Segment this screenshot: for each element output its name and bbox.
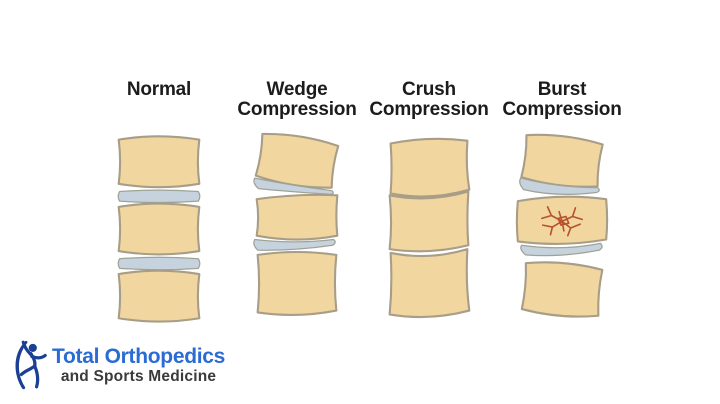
crushed-vertebra: [388, 190, 470, 253]
crushed-vertebra: [388, 248, 471, 319]
crush-compression-spine-illustration: [388, 137, 471, 319]
logo-arc: [15, 340, 28, 390]
column-wedge-compression: Wedge Compression: [222, 80, 372, 324]
column-crush-compression: Crush Compression: [354, 80, 504, 324]
vertebra: [520, 133, 604, 188]
fracture-cracks: [541, 206, 583, 237]
logo-title: Total Orthopedics: [52, 344, 226, 368]
athlete-figure-with-arc-icon: [15, 340, 47, 390]
column-label-normal: Normal: [126, 79, 192, 100]
compressed-disc: [519, 177, 600, 195]
compressed-disc: [520, 242, 603, 257]
burst-compression-spine-illustration: [515, 133, 609, 318]
disc: [117, 189, 201, 204]
logo-subtitle: and Sports Medicine: [60, 367, 217, 385]
logo-figure-leg-extended: [33, 364, 40, 389]
vertebra: [117, 135, 201, 189]
logo-total-orthopedics: Total Orthopedics and Sports Medicine: [10, 340, 225, 390]
vertebra: [520, 261, 604, 318]
logo-text: Total Orthopedics and Sports Medicine: [52, 345, 225, 386]
vertebra: [117, 269, 201, 323]
column-burst-compression: Burst Compression: [487, 80, 637, 324]
normal-spine-illustration: [117, 135, 201, 323]
vertebra: [389, 137, 471, 198]
vertebra: [117, 202, 201, 256]
column-label-wedge: Wedge Compression: [237, 79, 357, 120]
wedged-disc: [253, 238, 336, 251]
column-normal: Normal: [84, 80, 234, 324]
logo-figure-head: [28, 343, 37, 352]
logo-figure-arm-up: [21, 340, 33, 357]
disc: [117, 256, 201, 271]
vertebra: [256, 250, 338, 317]
vertebra: [254, 132, 340, 189]
wedge-compression-spine-illustration: [253, 132, 340, 317]
logo-figure-arm-out: [30, 353, 47, 360]
column-label-burst: Burst Compression: [502, 79, 622, 120]
logo-figure-leg-bent: [19, 364, 37, 377]
wedge-fractured-vertebra: [255, 193, 339, 241]
column-label-crush: Crush Compression: [369, 79, 489, 120]
